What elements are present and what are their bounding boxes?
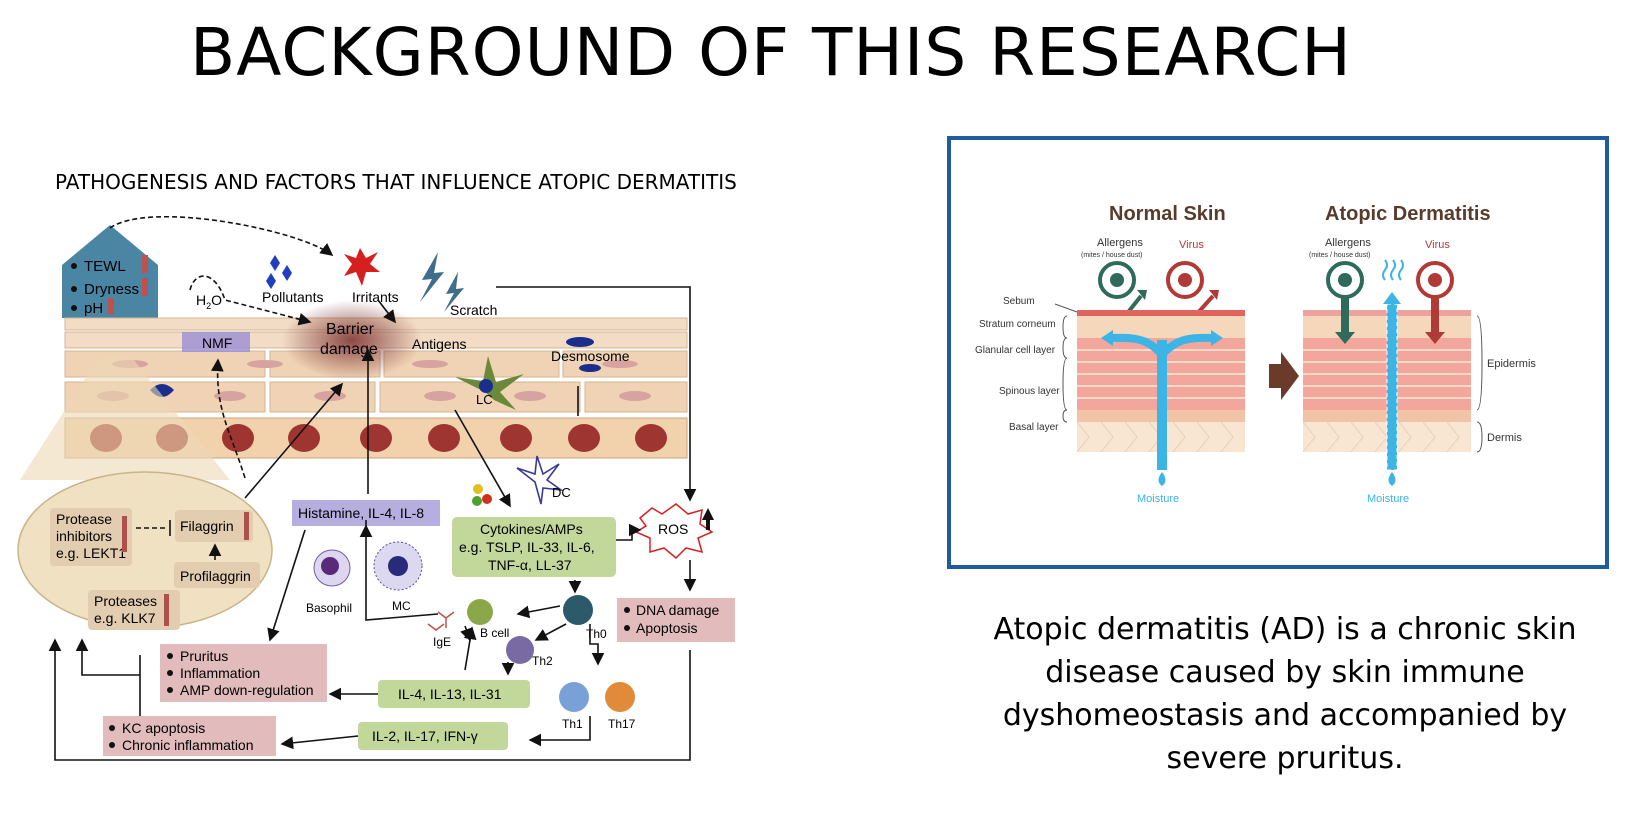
- barrier-damage-shading: [282, 300, 422, 380]
- cytokines-box: [452, 517, 616, 577]
- house-item-tewl: TEWL: [84, 258, 126, 275]
- basophil-label: Basophil: [306, 601, 352, 615]
- pruritus-box: [160, 644, 327, 702]
- pollutants-icon: [266, 255, 292, 289]
- pathway-arrows: [48, 216, 697, 761]
- proteases-box: [88, 590, 180, 630]
- normal-allergen-icon: [1098, 261, 1136, 299]
- page-title: BACKGROUND OF THIS RESEARCH: [190, 14, 1352, 91]
- kc-line-2: Chronic inflammation: [122, 737, 254, 753]
- il2-box: [358, 722, 508, 750]
- normal-virus-icon: [1166, 261, 1204, 299]
- proteases-line-2: e.g. KLK7: [94, 610, 156, 626]
- ros-label: ROS: [658, 521, 688, 537]
- normal-virus-label: Virus: [1179, 239, 1204, 251]
- transition-arrow-icon: [1269, 352, 1299, 400]
- nmf-box: [182, 332, 250, 352]
- antigens-label: Antigens: [412, 336, 466, 352]
- epidermis-label: Epidermis: [1487, 358, 1536, 370]
- mc-label: MC: [392, 599, 411, 613]
- th17-label: Th17: [608, 717, 636, 731]
- pruritus-line-2: Inflammation: [180, 665, 260, 681]
- skin-comparison-illustration: Normal Skin Atopic Dermatitis Allergens …: [975, 203, 1536, 505]
- layer-spinous: Spinous layer: [999, 386, 1060, 397]
- pollutants-label: Pollutants: [262, 289, 323, 305]
- profilaggrin-label: Profilaggrin: [180, 568, 251, 584]
- figure-heading: PATHOGENESIS AND FACTORS THAT INFLUENCE …: [55, 170, 737, 194]
- ad-title: Atopic Dermatitis: [1325, 203, 1491, 225]
- th0-cell-icon: [563, 595, 593, 625]
- filaggrin-label: Filaggrin: [180, 518, 234, 534]
- th1-label: Th1: [562, 717, 583, 731]
- scratch-label: Scratch: [450, 302, 497, 318]
- b-cell-icon: [467, 599, 493, 625]
- ad-virus-icon: [1416, 261, 1454, 299]
- kc-box: [103, 716, 276, 756]
- lc-label: LC: [476, 392, 493, 407]
- b-cell-label: B cell: [480, 626, 509, 640]
- il4-label: IL-4, IL-13, IL-31: [398, 686, 502, 702]
- histamine-label: Histamine, IL-4, IL-8: [298, 505, 424, 521]
- house-item-dryness: Dryness: [84, 281, 139, 298]
- dc-cell-icon: [516, 455, 564, 505]
- pruritus-line-1: Pruritus: [180, 648, 228, 664]
- layer-basal: Basal layer: [1009, 422, 1059, 433]
- profilaggrin-box: [174, 562, 260, 588]
- barrier-damage-label-2: damage: [320, 341, 378, 358]
- cytokines-line-1: Cytokines/AMPs: [480, 521, 583, 537]
- h2o-label: H2O: [196, 292, 222, 311]
- ros-burst-icon: [634, 503, 714, 560]
- house-shape: [62, 225, 158, 318]
- pathogenesis-diagram: TEWL Dryness pH H2O Pollutants Irritants…: [17, 216, 735, 761]
- dna-damage-box: [617, 598, 735, 642]
- normal-allergens-label: Allergens: [1097, 237, 1143, 249]
- dna-damage-line-2: Apoptosis: [636, 620, 697, 636]
- house-item-ph: pH: [84, 300, 103, 317]
- cytokines-line-2: e.g. TSLP, IL-33, IL-6,: [459, 539, 595, 555]
- ad-allergen-icon: [1326, 261, 1364, 299]
- protease-inhibitors-box: [50, 508, 132, 566]
- normal-moisture-label: Moisture: [1137, 493, 1179, 505]
- caption-text: Atopic dermatitis (AD) is a chronic skin…: [993, 612, 1577, 776]
- layer-sebum: Sebum: [1003, 296, 1035, 307]
- ad-allergens-label: Allergens: [1325, 237, 1371, 249]
- layer-stratum-corneum: Stratum corneum: [979, 319, 1056, 330]
- protease-inhibitors-line-3: e.g. LEKT1: [56, 545, 126, 561]
- th17-cell-icon: [605, 682, 635, 712]
- scratch-icon: [420, 252, 464, 312]
- dc-label: DC: [552, 485, 571, 500]
- nmf-label: NMF: [202, 335, 232, 351]
- il4-box: [378, 680, 530, 708]
- proteases-line-1: Proteases: [94, 593, 157, 609]
- normal-skin-title: Normal Skin: [1109, 203, 1226, 225]
- dermis-label: Dermis: [1487, 432, 1522, 444]
- ad-moisture-label: Moisture: [1367, 493, 1409, 505]
- irritants-icon: [344, 248, 380, 286]
- th2-label: Th2: [532, 654, 553, 668]
- pruritus-line-3: AMP down-regulation: [180, 682, 314, 698]
- ige-label: IgE: [433, 635, 451, 649]
- desmosome-label: Desmosome: [551, 348, 630, 364]
- cytokines-line-3: TNF-α, LL-37: [488, 557, 572, 573]
- ad-virus-label: Virus: [1425, 239, 1450, 251]
- barrier-damage-label-1: Barrier: [326, 321, 375, 338]
- protease-inhibitors-line-2: inhibitors: [56, 528, 112, 544]
- th1-cell-icon: [559, 682, 589, 712]
- desmosome-shape: [566, 337, 594, 347]
- ad-allergens-note: (mites / house dust): [1309, 252, 1370, 259]
- skin-comparison-frame: Normal Skin Atopic Dermatitis Allergens …: [947, 136, 1609, 569]
- th2-cell-icon: [506, 636, 534, 664]
- kc-line-1: KC apoptosis: [122, 720, 205, 736]
- th0-label: Th0: [586, 627, 607, 641]
- normal-allergens-note: (mites / house dust): [1081, 252, 1142, 259]
- protease-inhibitors-line-1: Protease: [56, 511, 112, 527]
- filaggrin-box: [175, 510, 253, 542]
- il2-label: IL-2, IL-17, IFN-γ: [372, 728, 478, 744]
- dna-damage-line-1: DNA damage: [636, 602, 719, 618]
- layer-granular: Glanular cell layer: [975, 345, 1056, 356]
